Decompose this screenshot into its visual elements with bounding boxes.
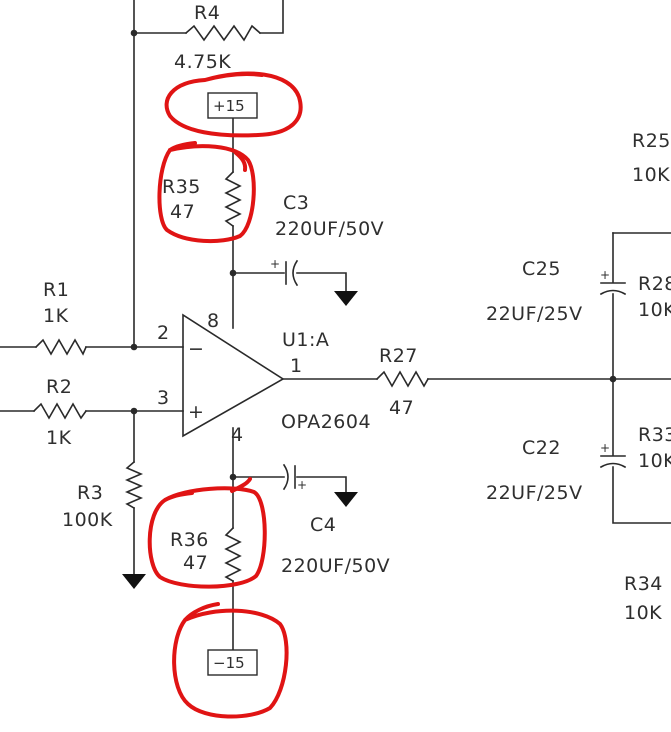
ground-icon bbox=[334, 291, 358, 306]
opamp-triangle bbox=[182, 313, 285, 438]
c25-polarity: + bbox=[600, 268, 610, 282]
capacitors: + + + + bbox=[270, 257, 627, 492]
c25-value: 22UF/25V bbox=[486, 303, 583, 325]
highlight-circle-plus-rail bbox=[164, 71, 303, 138]
r27-ref: R27 bbox=[379, 345, 418, 367]
c3-ref: C3 bbox=[283, 192, 309, 214]
pin-noninv-label: 3 bbox=[157, 387, 170, 409]
r4-zigzag bbox=[184, 24, 262, 42]
junction-dot bbox=[130, 29, 138, 37]
labels: R4 4.75K R35 47 C3 220UF/50V R1 1K R2 1K… bbox=[43, 2, 671, 624]
c22-ref: C22 bbox=[522, 437, 561, 459]
r35-zigzag bbox=[224, 170, 242, 228]
r28-value: 10K bbox=[638, 299, 671, 321]
opamp-plus-sign: + bbox=[188, 401, 204, 423]
r35-ref: R35 bbox=[162, 176, 201, 198]
wire-c22-down bbox=[612, 466, 671, 524]
c3-plate-curved bbox=[292, 259, 299, 287]
opamp-u1a: − + 2 3 8 4 1 U1:A OPA2604 bbox=[157, 310, 371, 446]
c22-value: 22UF/25V bbox=[486, 482, 583, 504]
r3-value: 100K bbox=[62, 509, 113, 531]
c3-value: 220UF/50V bbox=[275, 218, 384, 240]
c3-polarity: + bbox=[270, 257, 280, 271]
wire-c4-right bbox=[296, 476, 347, 493]
r27-zigzag bbox=[375, 370, 430, 388]
pin-vplus-label: 8 bbox=[207, 310, 220, 332]
highlight-tick-r36 bbox=[230, 477, 252, 493]
highlight-tick-r35 bbox=[234, 151, 248, 172]
opamp-ref: U1:A bbox=[282, 329, 329, 351]
r28-ref: R28 bbox=[638, 273, 671, 295]
c22-plate-curved bbox=[599, 462, 627, 469]
r4-ref: R4 bbox=[194, 2, 220, 24]
grounds bbox=[122, 291, 358, 589]
c4-value: 220UF/50V bbox=[281, 555, 390, 577]
r33-ref: R33 bbox=[638, 424, 671, 446]
rail-minus-box bbox=[207, 649, 258, 676]
rail-plus-label: +15 bbox=[213, 97, 245, 115]
c25-ref: C25 bbox=[522, 258, 561, 280]
r25-ref: R25 bbox=[632, 130, 671, 152]
r2-ref: R2 bbox=[46, 376, 72, 398]
junction-dot bbox=[130, 343, 138, 351]
c25-plate-curved bbox=[599, 289, 627, 296]
opamp-part: OPA2604 bbox=[281, 411, 371, 433]
c4-ref: C4 bbox=[310, 514, 336, 536]
junctions bbox=[130, 29, 617, 481]
resistors bbox=[32, 24, 430, 583]
r3-ref: R3 bbox=[77, 482, 103, 504]
r3-zigzag bbox=[124, 460, 144, 510]
c4-plate-curved bbox=[282, 463, 289, 491]
junction-dot bbox=[229, 269, 237, 277]
highlight-circle-r36 bbox=[147, 486, 267, 589]
r4-value: 4.75K bbox=[174, 51, 231, 73]
r2-value: 1K bbox=[46, 427, 72, 449]
wire-c3-right bbox=[296, 272, 347, 292]
highlight-marks bbox=[147, 71, 303, 719]
r34-ref: R34 bbox=[624, 573, 663, 595]
r36-ref: R36 bbox=[170, 529, 209, 551]
wire-r4-right bbox=[259, 0, 284, 34]
r1-zigzag bbox=[34, 338, 88, 356]
pin-vminus-label: 4 bbox=[231, 424, 244, 446]
pin-out-label: 1 bbox=[290, 355, 303, 377]
r1-ref: R1 bbox=[43, 279, 69, 301]
opamp-minus-sign: − bbox=[188, 338, 204, 360]
pin-inv-label: 2 bbox=[157, 322, 170, 344]
rail-minus: −15 bbox=[207, 649, 258, 676]
highlight-circle-minus-rail bbox=[172, 602, 289, 719]
ground-icon bbox=[122, 574, 146, 589]
rail-plus: +15 bbox=[207, 92, 258, 119]
r27-value: 47 bbox=[389, 397, 414, 419]
r36-zigzag bbox=[224, 526, 242, 583]
r2-zigzag bbox=[32, 402, 88, 420]
r25-value: 10K bbox=[632, 164, 670, 186]
junction-dot bbox=[130, 407, 138, 415]
r33-value: 10K bbox=[638, 450, 671, 472]
highlight-circle-r35 bbox=[157, 141, 256, 244]
c4-polarity: + bbox=[297, 478, 307, 492]
r36-value: 47 bbox=[183, 552, 208, 574]
junction-dot bbox=[229, 473, 237, 481]
ground-icon bbox=[334, 492, 358, 507]
c22-polarity: + bbox=[600, 441, 610, 455]
junction-dot bbox=[609, 375, 617, 383]
r1-value: 1K bbox=[43, 305, 69, 327]
wires bbox=[0, 0, 671, 651]
rail-minus-label: −15 bbox=[213, 654, 245, 672]
r35-value: 47 bbox=[170, 201, 195, 223]
rail-plus-box bbox=[207, 92, 258, 119]
r34-value: 10K bbox=[624, 602, 662, 624]
